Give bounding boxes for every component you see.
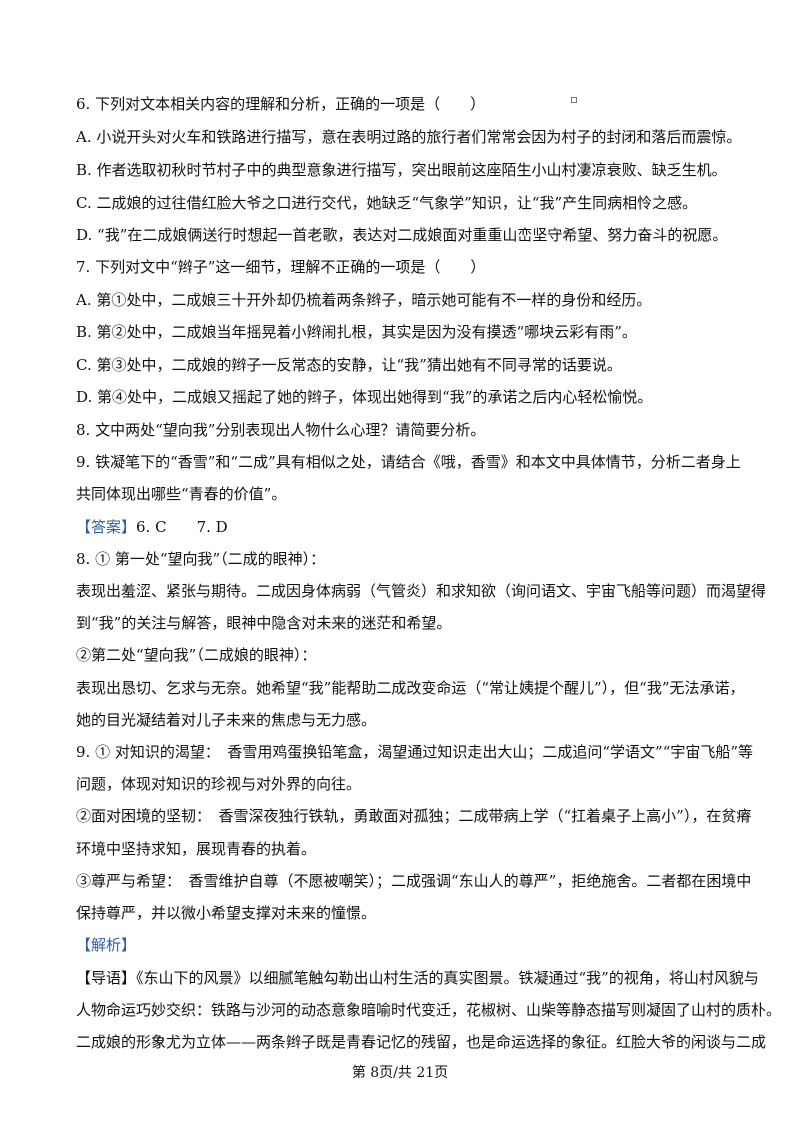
answer-8-text-2b: 她的目光凝结着对儿子未来的焦虑与无力感。 [76, 711, 377, 729]
answer-9-point-3b: 保持尊严，并以微小希望支撑对未来的憧憬。 [76, 904, 377, 922]
option-6d: D. “我”在二成娘俩送行时想起一首老歌，表达对二成娘面对重重山峦坚守希望、努力… [76, 226, 728, 244]
question-9-line-1: 9. 铁凝笔下的“香雪”和“二成”具有相似之处，请结合《哦，香雪》和本文中具体情… [76, 453, 741, 471]
answer-9-point-1b: 问题，体现对知识的珍视与对外界的向往。 [76, 775, 362, 793]
question-8: 8. 文中两处“望向我”分别表现出人物什么心理？请简要分析。 [76, 421, 486, 439]
answer-9-point-2a: ②面对困境的坚韧： 香雪深夜独行铁轨，勇敢面对孤独；二成带病上学（“扛着桌子上高… [76, 807, 752, 825]
guide-line-3: 二成娘的形象尤为立体——两条辫子既是青春记忆的残留，也是命运选择的象征。红脸大爷… [76, 1033, 767, 1051]
option-7b: B. 第②处中，二成娘当年摇晃着小辫闹扎根，其实是因为没有摸透“哪块云彩有雨”。 [76, 323, 637, 341]
answer-8-heading-2: ②第二处“望向我”（二成娘的眼神）： [76, 646, 317, 664]
guide-line-2: 人物命运巧妙交织：铁路与沙河的动态意象暗喻时代变迁，花椒树、山柴等静态描写则凝固… [76, 1001, 782, 1019]
option-7c: C. 第③处中，二成娘的辫子一反常态的安静，让“我”猜出她有不同寻常的话要说。 [76, 356, 622, 374]
answer-8-text-1b: 到“我”的关注与解答，眼神中隐含对未来的迷茫和希望。 [76, 614, 452, 632]
answer-9-point-2b: 环境中坚持求知，展现青春的执着。 [76, 840, 317, 858]
question-9-line-2: 共同体现出哪些“青春的价值”。 [76, 485, 287, 503]
question-6-stem: 6. 下列对文本相关内容的理解和分析，正确的一项是（ ） [76, 95, 486, 113]
answer-9-point-1a: 9. ① 对知识的渴望： 香雪用鸡蛋换铅笔盒，渴望通过知识走出大山；二成追问“学… [76, 743, 754, 761]
page-footer: 第 8页/共 21页 [351, 1065, 449, 1081]
answer-8-text-1a: 表现出羞涩、紧张与期待。二成因身体病弱（气管炎）和求知欲（询问语文、宇宙飞船等问… [76, 582, 767, 600]
corner-mark [571, 97, 577, 103]
answer-8-heading-1: 8. ① 第一处“望向我”（二成的眼神）： [76, 550, 326, 568]
answer-label: 【答案】 [76, 518, 137, 536]
option-6c: C. 二成娘的过往借红脸大爷之口进行交代，她缺乏“气象学”知识，让“我”产生同病… [76, 194, 698, 212]
corner-mark [157, 1037, 163, 1043]
answer-9-point-3a: ③尊严与希望： 香雪维护自尊（不愿被嘲笑）；二成强调“东山人的尊严”，拒绝施舍。… [76, 872, 752, 890]
option-6b: B. 作者选取初秋时节村子中的典型意象进行描写，突出眼前这座陌生小山村凄凉衰败、… [76, 161, 727, 179]
question-7-stem: 7. 下列对文中“辫子”这一细节，理解不正确的一项是（ ） [76, 258, 486, 276]
analysis-label: 【解析】 [76, 936, 137, 954]
option-7d: D. 第④处中，二成娘又摇起了她的辫子，体现出她得到“我”的承诺之后内心轻松愉悦… [76, 388, 653, 406]
answer-8-text-2a: 表现出恳切、乞求与无奈。她希望“我”能帮助二成改变命运（“常让姨提个醒儿”），但… [76, 679, 745, 697]
answer-text: 6. C 7. D [136, 518, 228, 536]
option-6a: A. 小说开头对火车和铁路进行描写，意在表明过路的旅行者们常常会因为村子的封闭和… [76, 128, 742, 146]
answer-line: 【答案】6. C 7. D [76, 517, 736, 537]
option-7a: A. 第①处中，二成娘三十开外却仍梳着两条辫子，暗示她可能有不一样的身份和经历。 [76, 291, 652, 309]
guide-line-1: 【导语】《东山下的风景》以细腻笔触勾勒出山村生活的真实图景。铁凝通过“我”的视角… [76, 969, 759, 987]
